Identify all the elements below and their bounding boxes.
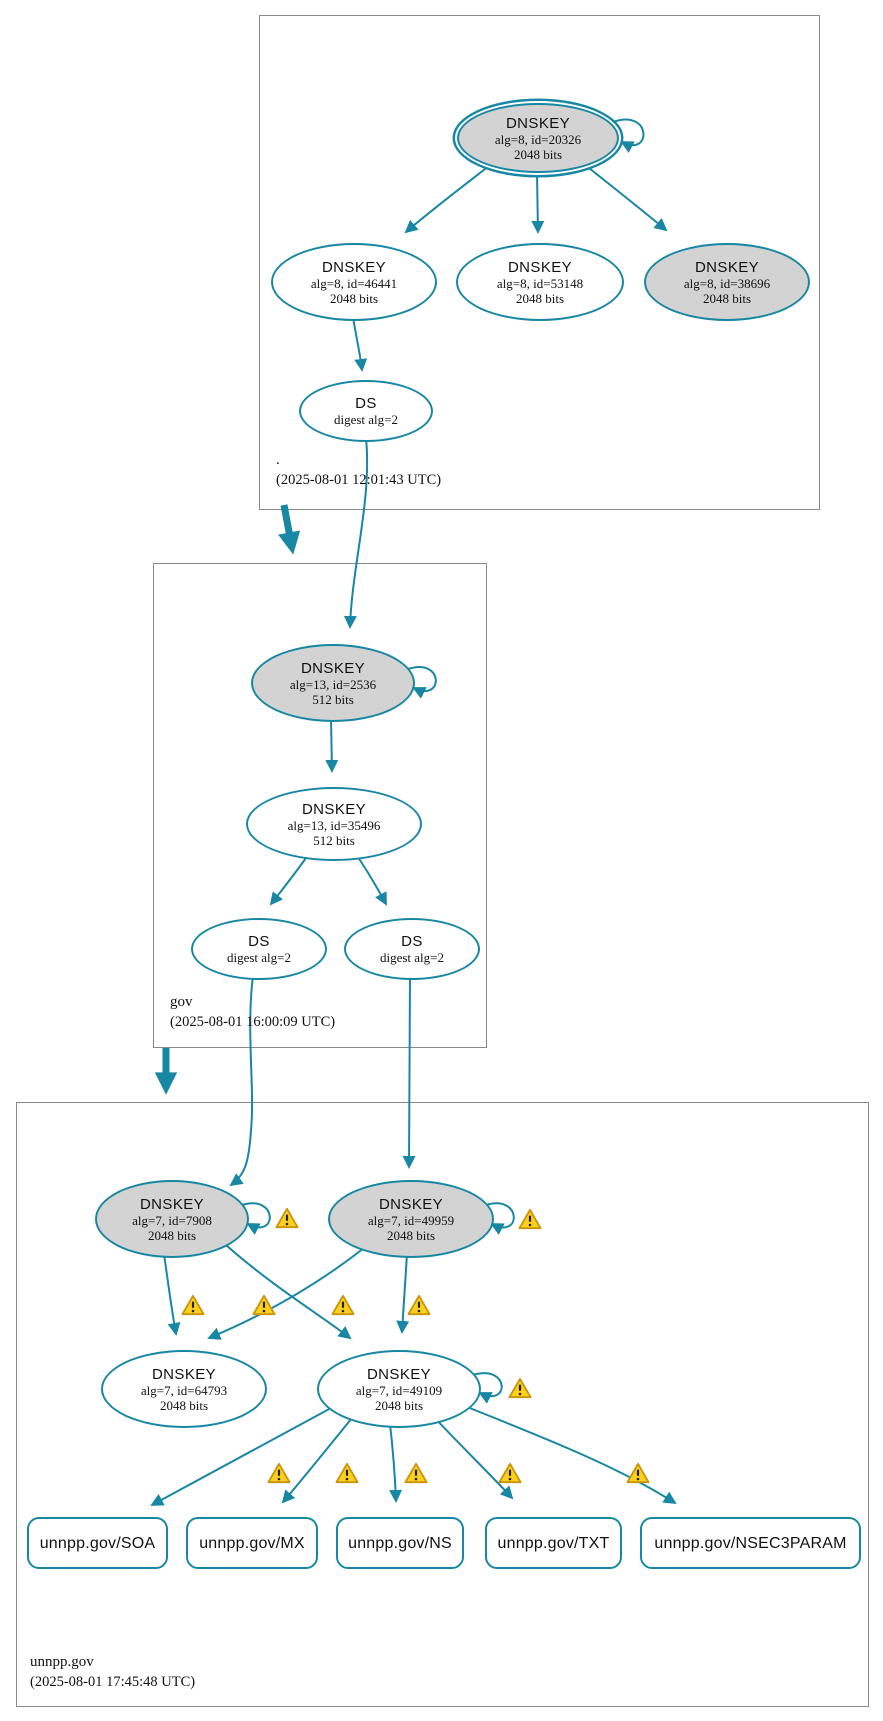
warning-icon[interactable] bbox=[404, 1462, 428, 1484]
node-title: DS bbox=[401, 933, 423, 950]
zone-timestamp: (2025-08-01 17:45:48 UTC) bbox=[30, 1674, 196, 1690]
zone-timestamp: (2025-08-01 12:01:43 UTC) bbox=[276, 472, 442, 488]
ds-node-gov-2[interactable]: DS digest alg=2 bbox=[344, 918, 480, 980]
node-title: DNSKEY bbox=[300, 659, 366, 677]
dnskey-node-gov-35496[interactable]: DNSKEY alg=13, id=35496 512 bits bbox=[246, 787, 422, 861]
ds-node-root[interactable]: DS digest alg=2 bbox=[299, 380, 433, 442]
node-detail: digest alg=2 bbox=[226, 950, 292, 965]
node-detail: alg=7, id=49959 bbox=[367, 1212, 455, 1228]
warning-triangle bbox=[508, 1377, 532, 1399]
dnskey-node-root-46441[interactable]: DNSKEY alg=8, id=46441 2048 bits bbox=[271, 243, 437, 321]
node-detail: alg=8, id=20326 bbox=[494, 131, 582, 147]
node-detail: alg=13, id=2536 bbox=[289, 676, 377, 692]
rrset-node-unnpp-soa[interactable]: unnpp.gov/SOA bbox=[27, 1517, 168, 1569]
warning-icon[interactable] bbox=[407, 1294, 431, 1316]
node-detail: digest alg=2 bbox=[379, 950, 445, 965]
warning-icon[interactable] bbox=[335, 1462, 359, 1484]
node-size: 2048 bits bbox=[515, 290, 565, 306]
warning-icon[interactable] bbox=[267, 1462, 291, 1484]
rrset-node-unnpp-mx[interactable]: unnpp.gov/MX bbox=[186, 1517, 318, 1569]
zone-label-gov: gov (2025-08-01 16:00:09 UTC) bbox=[170, 992, 335, 1032]
dnskey-node-root-53148[interactable]: DNSKEY alg=8, id=53148 2048 bits bbox=[456, 243, 624, 321]
warning-triangle bbox=[498, 1462, 522, 1484]
node-title: DNSKEY bbox=[301, 800, 367, 818]
node-size: 2048 bits bbox=[329, 290, 379, 306]
zone-name: gov bbox=[170, 994, 193, 1010]
zone-box-gov bbox=[153, 563, 487, 1048]
rrset-label: unnpp.gov/SOA bbox=[39, 1534, 156, 1552]
zone-timestamp: (2025-08-01 16:00:09 UTC) bbox=[170, 1014, 336, 1030]
node-title: DNSKEY bbox=[366, 1365, 432, 1383]
warning-icon[interactable] bbox=[518, 1208, 542, 1230]
node-size: 2048 bits bbox=[147, 1227, 197, 1243]
node-title: DS bbox=[355, 395, 377, 412]
node-title: DNSKEY bbox=[151, 1365, 217, 1383]
warning-triangle bbox=[335, 1462, 359, 1484]
dnskey-node-root-38696[interactable]: DNSKEY alg=8, id=38696 2048 bits bbox=[644, 243, 810, 321]
warning-triangle bbox=[518, 1208, 542, 1230]
dnskey-node-unnpp-7908[interactable]: DNSKEY alg=7, id=7908 2048 bits bbox=[95, 1180, 249, 1258]
zone-label-unnpp-gov: unnpp.gov (2025-08-01 17:45:48 UTC) bbox=[30, 1652, 195, 1692]
warning-triangle bbox=[404, 1462, 428, 1484]
node-title: DNSKEY bbox=[378, 1195, 444, 1213]
warning-triangle bbox=[252, 1294, 276, 1316]
rrset-node-unnpp-ns[interactable]: unnpp.gov/NS bbox=[336, 1517, 464, 1569]
node-detail: alg=8, id=53148 bbox=[496, 275, 584, 291]
zone-label-root: . (2025-08-01 12:01:43 UTC) bbox=[276, 450, 441, 490]
node-title: DNSKEY bbox=[694, 258, 760, 276]
dnskey-node-unnpp-49109[interactable]: DNSKEY alg=7, id=49109 2048 bits bbox=[317, 1350, 481, 1428]
zone-box-unnpp-gov bbox=[16, 1102, 869, 1707]
node-title: DNSKEY bbox=[507, 258, 573, 276]
node-title: DS bbox=[248, 933, 270, 950]
dnskey-node-unnpp-49959[interactable]: DNSKEY alg=7, id=49959 2048 bits bbox=[328, 1180, 494, 1258]
warning-icon[interactable] bbox=[181, 1294, 205, 1316]
node-detail: alg=8, id=38696 bbox=[683, 275, 771, 291]
node-title: DNSKEY bbox=[321, 258, 387, 276]
node-size: 2048 bits bbox=[374, 1397, 424, 1413]
rrset-label: unnpp.gov/MX bbox=[199, 1534, 305, 1552]
node-detail: digest alg=2 bbox=[333, 412, 399, 427]
zone-name: unnpp.gov bbox=[30, 1654, 94, 1670]
delegation-arrow-root-to-gov bbox=[278, 504, 301, 555]
warning-icon[interactable] bbox=[626, 1462, 650, 1484]
node-size: 2048 bits bbox=[159, 1397, 209, 1413]
warning-triangle bbox=[407, 1294, 431, 1316]
dnskey-node-gov-2536[interactable]: DNSKEY alg=13, id=2536 512 bits bbox=[251, 644, 415, 722]
dnskey-node-unnpp-64793[interactable]: DNSKEY alg=7, id=64793 2048 bits bbox=[101, 1350, 267, 1428]
warning-icon[interactable] bbox=[508, 1377, 532, 1399]
node-detail: alg=7, id=64793 bbox=[140, 1382, 228, 1398]
dnskey-node-root-20326[interactable]: DNSKEY alg=8, id=20326 2048 bits bbox=[457, 103, 619, 173]
warning-triangle bbox=[275, 1207, 299, 1229]
warning-triangle bbox=[626, 1462, 650, 1484]
node-size: 2048 bits bbox=[702, 290, 752, 306]
zone-name: . bbox=[276, 452, 280, 468]
zone-box-root bbox=[259, 15, 820, 510]
node-size: 512 bits bbox=[313, 832, 355, 848]
warning-triangle bbox=[331, 1294, 355, 1316]
node-detail: alg=8, id=46441 bbox=[310, 275, 398, 291]
rrset-node-unnpp-nsec3param[interactable]: unnpp.gov/NSEC3PARAM bbox=[640, 1517, 861, 1569]
node-title: DNSKEY bbox=[139, 1195, 205, 1213]
rrset-label: unnpp.gov/NS bbox=[348, 1534, 452, 1552]
warning-triangle bbox=[181, 1294, 205, 1316]
rrset-label: unnpp.gov/NSEC3PARAM bbox=[654, 1534, 847, 1552]
warning-triangle bbox=[267, 1462, 291, 1484]
node-size: 2048 bits bbox=[386, 1227, 436, 1243]
node-title: DNSKEY bbox=[505, 114, 571, 132]
rrset-node-unnpp-txt[interactable]: unnpp.gov/TXT bbox=[485, 1517, 622, 1569]
node-size: 2048 bits bbox=[513, 146, 563, 162]
node-detail: alg=13, id=35496 bbox=[287, 817, 381, 833]
warning-icon[interactable] bbox=[331, 1294, 355, 1316]
warning-icon[interactable] bbox=[498, 1462, 522, 1484]
node-detail: alg=7, id=7908 bbox=[132, 1212, 212, 1228]
warning-icon[interactable] bbox=[252, 1294, 276, 1316]
node-size: 512 bits bbox=[312, 691, 354, 707]
rrset-label: unnpp.gov/TXT bbox=[497, 1534, 610, 1552]
warning-icon[interactable] bbox=[275, 1207, 299, 1229]
node-detail: alg=7, id=49109 bbox=[355, 1382, 443, 1398]
ds-node-gov-1[interactable]: DS digest alg=2 bbox=[191, 918, 327, 980]
